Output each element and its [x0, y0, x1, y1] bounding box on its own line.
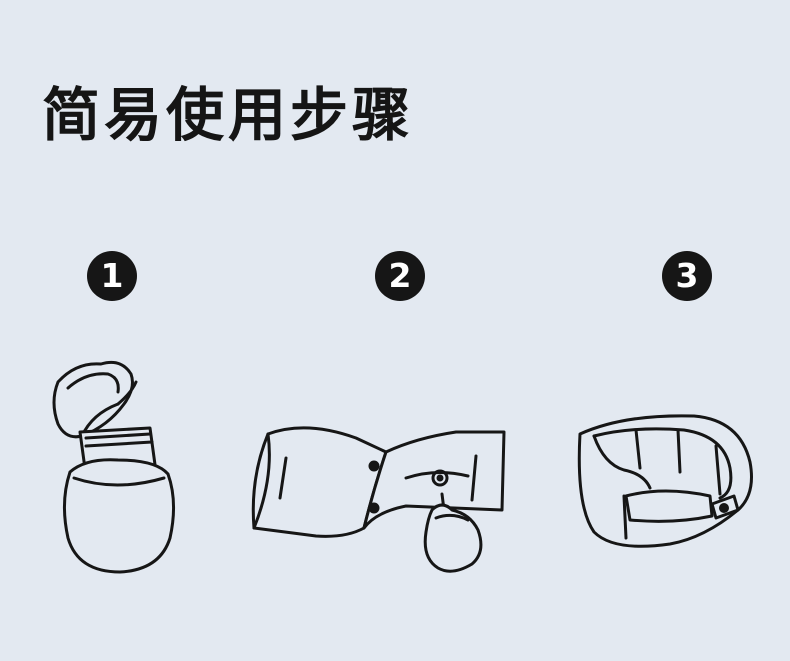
- step-2-badge: 2: [375, 251, 425, 301]
- step-3-badge: 3: [662, 251, 712, 301]
- pillow-pouch-open-icon: [46, 352, 186, 577]
- u-shaped-neck-pillow-icon: [574, 412, 758, 554]
- pillow-unrolled-snap-icon: [246, 418, 508, 578]
- page-title: 简易使用步骤: [42, 81, 415, 149]
- step-1-badge: 1: [87, 251, 137, 301]
